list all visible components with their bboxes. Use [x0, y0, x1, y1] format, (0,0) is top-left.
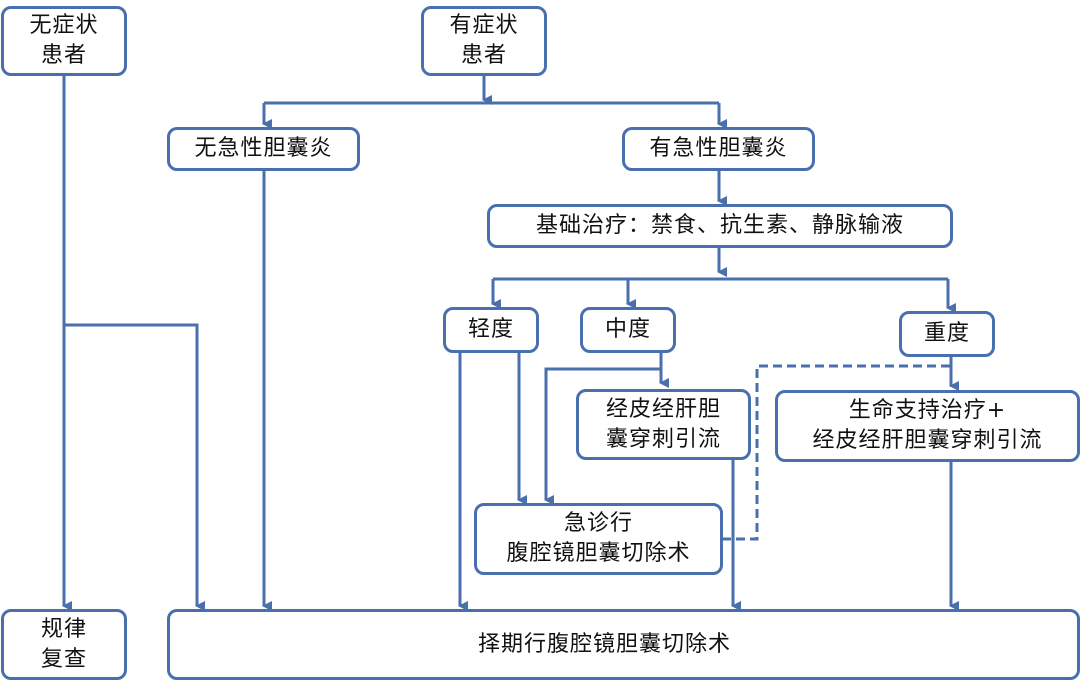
edge-asymptomatic-elective	[64, 323, 205, 611]
node-label: 中度	[604, 317, 651, 342]
node-label: 择期行腹腔镜胆囊切除术	[478, 631, 732, 657]
node-acute-cholecystitis: 有急性胆囊炎	[622, 127, 815, 171]
node-label: 有症状	[449, 13, 519, 38]
node-symptomatic: 有症状 患者	[421, 6, 547, 76]
node-basic-treatment: 基础治疗：禁食、抗生素、静脉输液	[487, 204, 953, 248]
node-asymptomatic: 无症状 患者	[1, 6, 127, 76]
node-label: 急诊行	[563, 511, 633, 536]
node-label: 无急性胆囊炎	[194, 136, 333, 161]
node-emergency-lc: 急诊行 腹腔镜胆囊切除术	[474, 503, 723, 575]
node-label: 腹腔镜胆囊切除术	[506, 541, 691, 566]
edge-emergency-life-dashed	[722, 364, 951, 541]
node-label: 生命支持治疗+	[848, 398, 1007, 423]
node-mild: 轻度	[443, 307, 539, 353]
node-label: 复查	[40, 646, 87, 672]
node-label: 轻度	[467, 317, 514, 342]
edge-loop-emergency	[544, 367, 661, 505]
node-regular-followup: 规律 复查	[1, 609, 127, 680]
node-label: 患者	[40, 43, 87, 68]
node-label: 有急性胆囊炎	[649, 136, 788, 161]
node-elective-lc: 择期行腹腔镜胆囊切除术	[167, 609, 1080, 680]
node-label: 规律	[40, 616, 87, 642]
node-label: 重度	[923, 321, 970, 346]
node-moderate: 中度	[580, 307, 676, 353]
node-label: 基础治疗：禁食、抗生素、静脉输液	[535, 213, 904, 238]
node-ptgbd: 经皮经肝胆 囊穿刺引流	[576, 389, 751, 460]
node-label: 无症状	[29, 13, 99, 38]
node-label: 患者	[460, 43, 507, 68]
node-label: 经皮经肝胆囊穿刺引流	[812, 428, 1043, 453]
node-severe: 重度	[899, 311, 995, 357]
node-life-support: 生命支持治疗+ 经皮经肝胆囊穿刺引流	[775, 390, 1080, 462]
node-label: 囊穿刺引流	[605, 426, 721, 452]
node-no-acute-cholecystitis: 无急性胆囊炎	[167, 127, 360, 171]
node-label: 经皮经肝胆	[605, 396, 721, 422]
